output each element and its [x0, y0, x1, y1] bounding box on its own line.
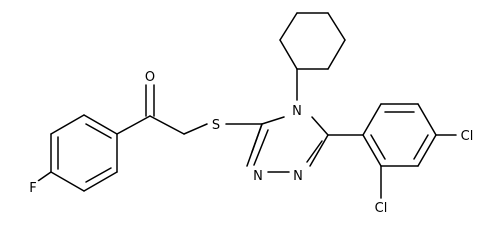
nitrogen-1-label: N: [253, 169, 263, 184]
aryl-fluorine-bond: [37, 171, 52, 182]
fluorophenyl-ring: [50, 114, 118, 192]
sulfur-methylene-bond: [183, 123, 208, 135]
atom-label-nitrogen-4: N: [289, 102, 305, 119]
dichlorophenyl-ring: [362, 103, 437, 167]
structure-canvas: O S F N N N Cl Cl: [25, 12, 477, 217]
methylene-carbonyl-bond: [149, 115, 185, 135]
carbonyl-aryl-bond: [116, 115, 151, 135]
molecule-structure: O S F N N N Cl Cl: [25, 12, 477, 217]
sulfur-label: S: [212, 118, 220, 133]
atom-label-nitrogen-2: N: [290, 167, 306, 184]
atom-label-chlorine-ortho: Cl: [371, 199, 391, 217]
fluorine-label: F: [29, 181, 36, 196]
chlorine-ortho-label: Cl: [375, 201, 388, 216]
atom-label-fluorine: F: [25, 179, 41, 196]
atom-label-oxygen: O: [142, 68, 158, 85]
oxygen-label: O: [145, 70, 155, 85]
atom-label-chlorine-para: Cl: [457, 126, 477, 144]
atom-label-sulfur: S: [208, 116, 224, 133]
nitrogen-4-label: N: [292, 104, 302, 119]
atom-label-nitrogen-1: N: [250, 167, 266, 184]
cyclohexyl-ring: [279, 12, 346, 70]
chlorine-para-label: Cl: [461, 129, 474, 144]
nitrogen-2-label: N: [293, 169, 303, 184]
triazole-ring: [246, 116, 329, 173]
